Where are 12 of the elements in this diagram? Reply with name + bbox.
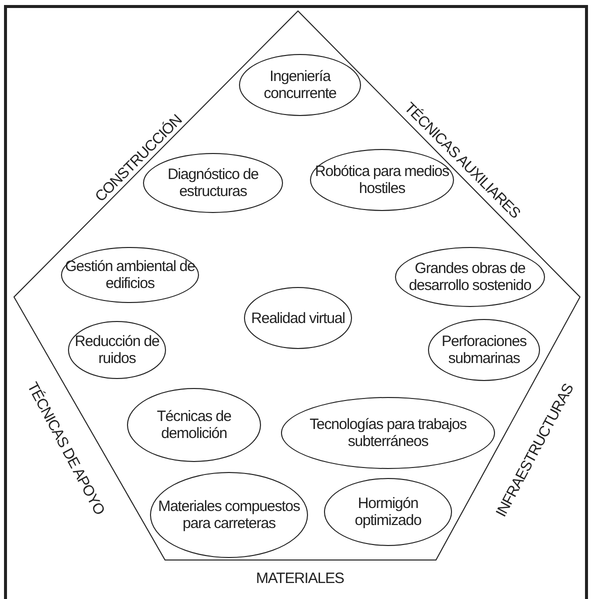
topic-text: Realidad virtual (251, 310, 345, 326)
topic-text: Tecnologías para trabajos subterráneos (308, 416, 468, 450)
side-label: MATERIALES (256, 570, 344, 586)
topic-text: Gestión ambiental de edificios (64, 258, 196, 292)
topic-text: Ingeniería concurrente (262, 68, 338, 102)
topic-text: Reducción de ruidos (74, 333, 160, 367)
topic-text: Hormigón optimizado (354, 495, 422, 529)
topic-text: Materiales compuestos para carreteras (157, 498, 301, 532)
topic-text: Técnicas de demolición (156, 408, 232, 442)
topic-text: Grandes obras de desarrollo sostenido (408, 260, 532, 294)
topic-text: Perforaciones submarinas (440, 333, 528, 367)
topic-text: Robótica para medios hostiles (314, 163, 450, 197)
